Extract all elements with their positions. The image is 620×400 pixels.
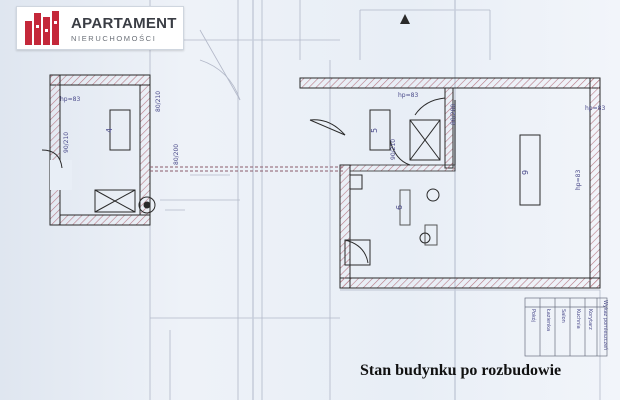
room-legend-table — [524, 297, 608, 357]
room-numbers: 4 5 6 9 — [105, 128, 530, 210]
apartament-logo: APARTAMENT NIERUCHOMOŚCI — [16, 6, 184, 50]
dimension-label: 90/210 — [63, 132, 70, 153]
room-number: 4 — [105, 128, 114, 133]
dimension-label: 80/210 — [155, 91, 162, 112]
legend-entry: Pokój — [530, 309, 537, 322]
image-caption: Stan budynku po rozbudowie — [360, 362, 562, 379]
legend-entry: Łazienka — [545, 308, 551, 331]
height-label: hp=83 — [60, 96, 80, 103]
legend-entry: Korytarz — [587, 309, 593, 330]
dimension-label: 90/210 — [390, 139, 397, 160]
interior-lines — [94, 100, 541, 266]
room-number: 5 — [370, 128, 379, 133]
paper-folds — [252, 0, 456, 400]
dimension-labels: 90/210 80/210 80/200 90/210 80/200 — [63, 91, 457, 165]
room-number: 6 — [395, 205, 404, 210]
left-wing-walls — [49, 74, 151, 226]
legend-entry: Salon — [560, 309, 566, 323]
legend-entry: Kuchnia — [575, 309, 581, 329]
background-pencil-lines — [149, 0, 601, 400]
logo-name: APARTAMENT — [71, 15, 177, 32]
logo-subtitle: NIERUCHOMOŚCI — [71, 34, 157, 43]
room-number: 9 — [521, 170, 530, 175]
boiler-symbol — [138, 196, 156, 214]
north-arrow-icon — [400, 14, 410, 24]
legend-labels: Wykaz pomieszczeń Korytarz Kuchnia Salon… — [530, 300, 609, 350]
dimension-label: 80/200 — [173, 144, 180, 165]
dimension-label: 80/200 — [450, 104, 457, 125]
building-logo-icon — [25, 11, 59, 45]
height-label: hp=83 — [585, 105, 605, 112]
main-wing-walls — [299, 77, 601, 289]
height-label: hp=83 — [575, 170, 582, 190]
legend-title: Wykaz pomieszczeń — [602, 300, 609, 350]
height-label: hp=83 — [398, 92, 418, 99]
door-swings — [41, 97, 446, 169]
height-labels: hp=83 hp=83 hp=83 hp=83 — [60, 92, 605, 190]
